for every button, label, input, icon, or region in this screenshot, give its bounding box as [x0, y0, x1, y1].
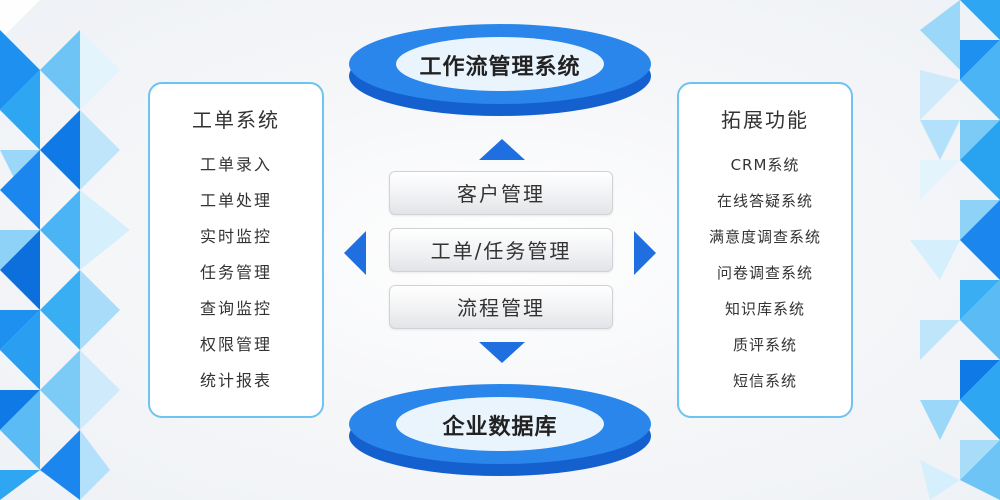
- extended-function-item: 在线答疑系统: [716, 192, 813, 210]
- extended-function-item: 问卷调查系统: [716, 264, 813, 282]
- disc-shape: [349, 384, 651, 476]
- disc-shape: [349, 24, 651, 116]
- ticket-system-item: 统计报表: [199, 371, 272, 390]
- extended-functions-title: 拓展功能: [721, 108, 809, 132]
- arrow-down-icon: [479, 342, 525, 363]
- right-triangle-decoration: [910, 0, 1000, 500]
- ticket-system-item: 实时监控: [199, 227, 272, 246]
- ticket-system-title: 工单系统: [192, 108, 280, 132]
- customer-management-box: 客户管理: [389, 171, 613, 215]
- extended-functions-panel: 拓展功能 CRM系统 在线答疑系统 满意度调查系统 问卷调查系统 知识库系统 质…: [677, 82, 853, 418]
- ticket-system-item: 工单处理: [199, 191, 272, 210]
- extended-function-item: 满意度调查系统: [708, 228, 821, 246]
- arrow-right-icon: [634, 231, 656, 275]
- extended-function-item: 知识库系统: [724, 300, 805, 318]
- ticket-task-management-box: 工单/任务管理: [389, 228, 613, 272]
- process-management-box: 流程管理: [389, 285, 613, 329]
- workflow-system-label: 工作流管理系统: [419, 55, 581, 80]
- ticket-system-item: 任务管理: [199, 263, 272, 282]
- ticket-system-item: 权限管理: [199, 335, 272, 354]
- extended-function-item: CRM系统: [730, 156, 800, 174]
- ticket-system-item: 查询监控: [199, 299, 272, 318]
- workflow-system-node: 工作流管理系统: [347, 20, 653, 120]
- arrow-left-icon: [344, 231, 366, 275]
- extended-function-item: 质评系统: [732, 336, 797, 354]
- arrow-up-icon: [479, 139, 525, 160]
- enterprise-database-node: 企业数据库: [347, 380, 653, 480]
- ticket-system-item: 工单录入: [199, 155, 272, 174]
- left-triangle-decoration: [0, 0, 130, 500]
- enterprise-database-label: 企业数据库: [442, 415, 558, 440]
- extended-function-item: 短信系统: [732, 372, 797, 390]
- ticket-system-panel: 工单系统 工单录入 工单处理 实时监控 任务管理 查询监控 权限管理 统计报表: [148, 82, 324, 418]
